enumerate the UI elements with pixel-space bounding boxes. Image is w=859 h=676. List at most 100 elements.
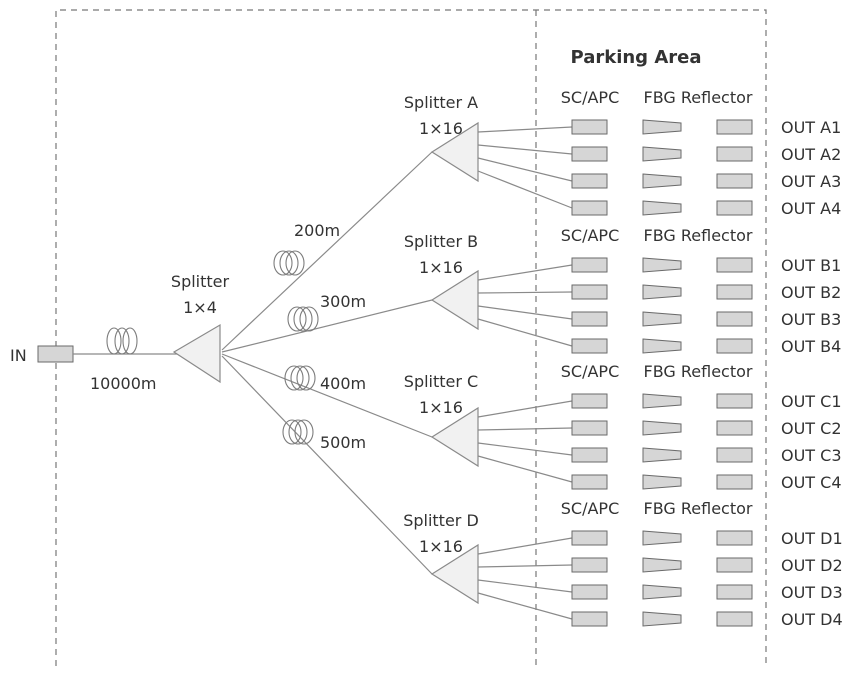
splitter-c xyxy=(430,406,479,468)
splitter-a xyxy=(430,121,479,183)
output-fiber xyxy=(477,427,573,431)
branch-c-fiber-coil xyxy=(284,365,316,391)
branch-b-fiber-coil xyxy=(287,306,319,332)
input-label: IN xyxy=(10,346,27,365)
output-label-a3: OUT A3 xyxy=(781,172,841,191)
branch-d-fiber-coil xyxy=(282,419,314,445)
fbg-taper xyxy=(642,584,682,600)
fbg-reflector xyxy=(716,200,753,216)
output-fiber xyxy=(477,157,573,182)
sc-apc-connector xyxy=(571,474,608,490)
branch-a-fiber xyxy=(221,151,433,351)
branch-d-fiber xyxy=(221,355,433,575)
output-label-b3: OUT B3 xyxy=(781,310,841,329)
sc-apc-connector xyxy=(571,420,608,436)
output-fiber xyxy=(477,305,573,320)
fbg-reflector xyxy=(716,173,753,189)
output-label-a1: OUT A1 xyxy=(781,118,841,137)
branch-c-fiber xyxy=(221,353,433,438)
fbg-taper xyxy=(642,393,682,409)
main-splitter xyxy=(172,323,221,384)
sc-apc-connector xyxy=(571,173,608,189)
branch-c-fiber-length: 400m xyxy=(320,374,366,393)
output-label-d4: OUT D4 xyxy=(781,610,843,629)
output-label-d3: OUT D3 xyxy=(781,583,843,602)
splitter-d xyxy=(430,543,479,605)
input-connector xyxy=(37,345,74,363)
parking-area-title: Parking Area xyxy=(570,47,701,68)
branch-c-connector-header: SC/APC xyxy=(561,362,619,381)
fbg-taper xyxy=(642,311,682,327)
splitter-b-ratio: 1×16 xyxy=(419,258,463,277)
fbg-reflector xyxy=(716,146,753,162)
output-row-a4: OUT A4 xyxy=(477,170,841,218)
fbg-taper xyxy=(642,173,682,189)
fbg-taper xyxy=(642,119,682,135)
fbg-reflector xyxy=(716,257,753,273)
output-row-a2: OUT A2 xyxy=(477,144,841,164)
sc-apc-connector xyxy=(571,311,608,327)
output-fiber xyxy=(477,442,573,456)
fbg-taper xyxy=(642,557,682,573)
output-label-a2: OUT A2 xyxy=(781,145,841,164)
splitter-d-ratio: 1×16 xyxy=(419,537,463,556)
splitter-a-name: Splitter A xyxy=(404,93,478,112)
fbg-taper xyxy=(642,447,682,463)
fbg-reflector xyxy=(716,584,753,600)
output-label-b2: OUT B2 xyxy=(781,283,841,302)
output-row-c1: OUT C1 xyxy=(477,392,842,418)
splitter-c-ratio: 1×16 xyxy=(419,398,463,417)
fbg-taper xyxy=(642,257,682,273)
input-fiber-length: 10000m xyxy=(90,374,156,393)
output-row-d4: OUT D4 xyxy=(477,592,843,629)
fbg-taper xyxy=(642,474,682,490)
output-label-c1: OUT C1 xyxy=(781,392,842,411)
output-label-c2: OUT C2 xyxy=(781,419,842,438)
output-fiber xyxy=(477,144,573,155)
fbg-reflector xyxy=(716,119,753,135)
output-fiber xyxy=(477,291,573,294)
sc-apc-connector xyxy=(571,146,608,162)
sc-apc-connector xyxy=(571,584,608,600)
branch-b-reflector-header: FBG Reflector xyxy=(644,226,753,245)
output-row-c3: OUT C3 xyxy=(477,442,842,465)
splitter-b xyxy=(430,269,479,331)
output-label-d2: OUT D2 xyxy=(781,556,843,575)
output-row-d2: OUT D2 xyxy=(477,556,843,575)
fbg-reflector xyxy=(716,611,753,627)
output-row-b2: OUT B2 xyxy=(477,283,841,302)
output-fiber xyxy=(477,318,573,347)
branch-c-reflector-header: FBG Reflector xyxy=(644,362,753,381)
output-label-d1: OUT D1 xyxy=(781,529,843,548)
branch-a-connector-header: SC/APC xyxy=(561,88,619,107)
output-fiber xyxy=(477,126,573,133)
fbg-taper xyxy=(642,284,682,300)
fbg-reflector xyxy=(716,474,753,490)
branch-b-fiber-length: 300m xyxy=(320,292,366,311)
output-fiber xyxy=(477,564,573,568)
output-fiber xyxy=(477,170,573,209)
output-fiber xyxy=(477,592,573,620)
output-fiber xyxy=(477,579,573,593)
output-label-b4: OUT B4 xyxy=(781,337,841,356)
output-row-d1: OUT D1 xyxy=(477,529,843,555)
output-fiber xyxy=(477,537,573,555)
output-label-b1: OUT B1 xyxy=(781,256,841,275)
sc-apc-connector xyxy=(571,284,608,300)
fbg-taper xyxy=(642,338,682,354)
network-boundary xyxy=(55,9,767,666)
output-row-a1: OUT A1 xyxy=(477,118,841,137)
fbg-taper xyxy=(642,146,682,162)
sc-apc-connector xyxy=(571,530,608,546)
branch-a-fiber-length: 200m xyxy=(294,221,340,240)
output-fiber xyxy=(477,264,573,281)
output-fiber xyxy=(477,400,573,418)
fbg-taper xyxy=(642,200,682,216)
fbg-reflector xyxy=(716,420,753,436)
output-fiber xyxy=(477,455,573,483)
branch-b-connector-header: SC/APC xyxy=(561,226,619,245)
